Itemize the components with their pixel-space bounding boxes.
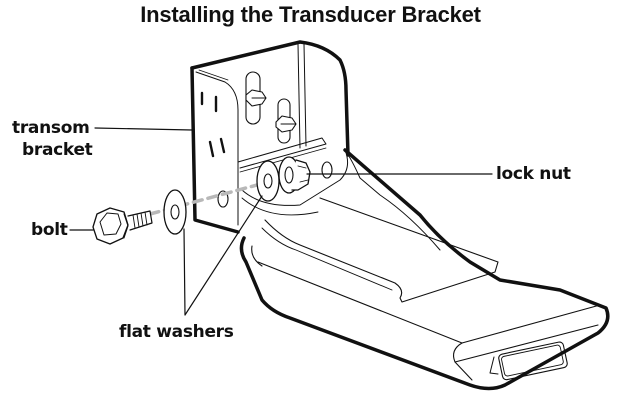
transducer-arm bbox=[241, 149, 441, 251]
label-bolt: bolt bbox=[31, 220, 68, 240]
leader-flat-washers bbox=[183, 195, 263, 316]
diagram-title: Installing the Transducer Bracket bbox=[140, 2, 481, 27]
label-transom-bracket-line2: bracket bbox=[22, 140, 93, 160]
label-flat-washers: flat washers bbox=[119, 322, 234, 342]
flat-washer-outer bbox=[163, 189, 187, 235]
lock-nut bbox=[278, 156, 311, 194]
leader-lines bbox=[69, 127, 493, 316]
ratchet-screws bbox=[245, 71, 297, 144]
label-transom-bracket-line1: transom bbox=[12, 118, 90, 138]
label-lock-nut: lock nut bbox=[496, 164, 571, 184]
transducer-body bbox=[239, 148, 610, 391]
transom-bracket bbox=[190, 40, 350, 234]
flat-washer-inner bbox=[256, 160, 280, 202]
bolt bbox=[92, 207, 153, 245]
leader-transom-bracket bbox=[94, 127, 193, 131]
